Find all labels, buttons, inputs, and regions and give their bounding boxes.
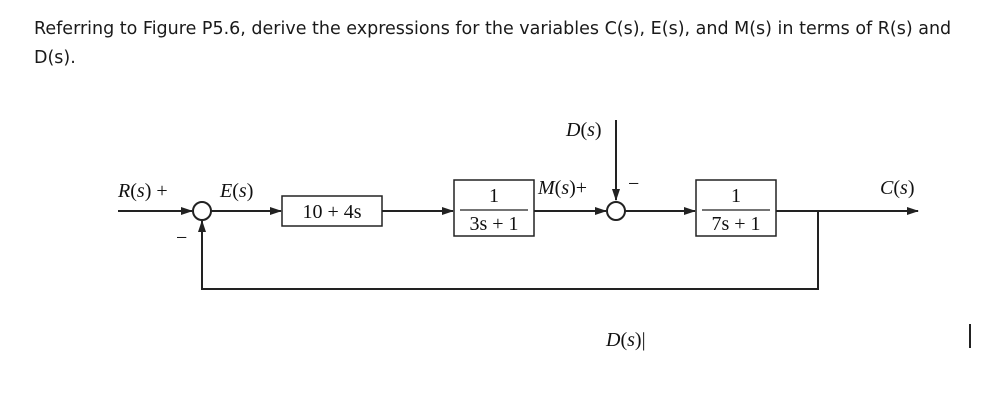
- disturbance-label: D(s): [565, 119, 602, 141]
- block-plant-1-numerator: 1: [489, 185, 499, 207]
- output-label: C(s): [880, 177, 914, 199]
- summing-junction-1: [192, 201, 212, 221]
- block-plant-2-numerator: 1: [731, 185, 741, 207]
- block-plant-1-denominator: 3s + 1: [469, 213, 518, 235]
- minus-sign-junction-1: −: [176, 227, 187, 249]
- question-text: Referring to Figure P5.6, derive the exp…: [34, 19, 952, 68]
- block-controller: [281, 195, 383, 227]
- text-cursor: [969, 324, 971, 348]
- mid-signal-label: M(s)+: [537, 177, 587, 199]
- summing-junction-2: [606, 201, 626, 221]
- bottom-disturbance-label: D(s)|: [605, 329, 646, 351]
- block-controller-label: 10 + 4s: [302, 201, 361, 223]
- disturbance-minus-sign: −: [628, 173, 639, 195]
- block-plant-1: [453, 179, 535, 237]
- error-label: E(s): [219, 180, 253, 202]
- feedback-path: [198, 211, 819, 290]
- input-label: R(s) +: [117, 180, 168, 202]
- block-plant-2: [695, 179, 777, 237]
- block-plant-2-denominator: 7s + 1: [711, 213, 760, 235]
